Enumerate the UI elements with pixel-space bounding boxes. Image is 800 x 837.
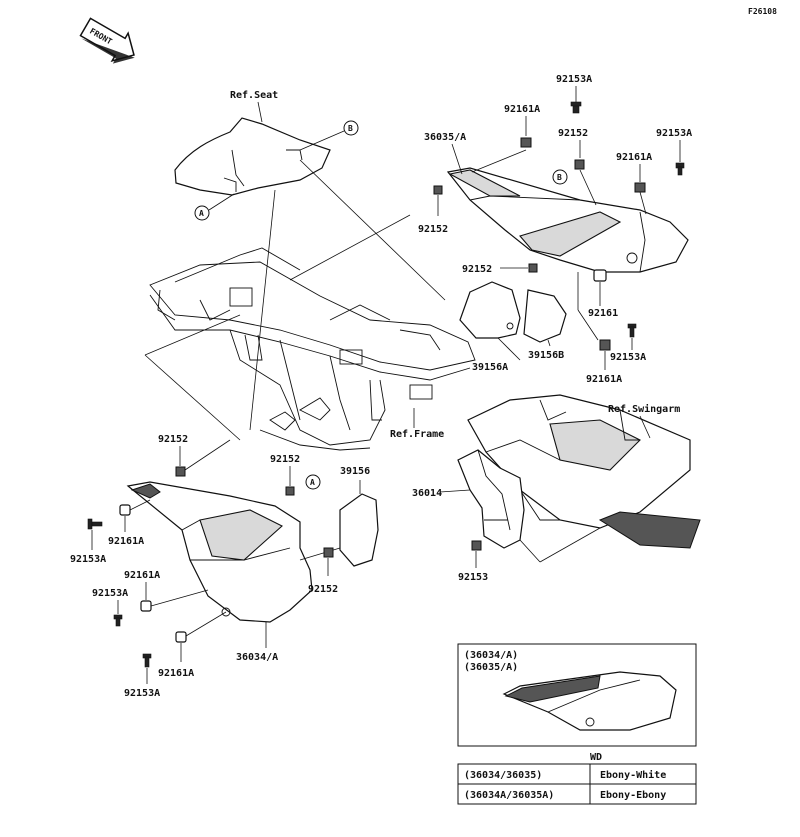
- bolt-92153a-l1: [87, 518, 103, 530]
- label-92153: 92153: [458, 572, 488, 583]
- label-92161a-l3: 92161A: [158, 668, 194, 679]
- color-row-2-parts: (36034A/36035A): [464, 790, 554, 801]
- label-92152-mid-r: 92152: [462, 264, 492, 275]
- label-92153a-l2: 92153A: [92, 588, 128, 599]
- label-36035a: 36035/A: [424, 132, 466, 143]
- label-92152-mid: 92152: [270, 454, 300, 465]
- bolt-92153a-top: [570, 101, 582, 114]
- color-row-2-color: Ebony-Ebony: [600, 790, 666, 801]
- nut-92152-left-r: [433, 185, 443, 195]
- label-92153a-top: 92153A: [556, 74, 592, 85]
- grommet-92161a-l1: [119, 504, 131, 516]
- label-92153a-l3: 92153A: [124, 688, 160, 699]
- plate-39156a: [459, 281, 521, 339]
- frame-reference: [149, 247, 476, 451]
- label-92161a-l2: 92161A: [124, 570, 160, 581]
- svg-text:B: B: [348, 124, 353, 133]
- bolt-92153a-l2: [113, 614, 123, 627]
- variant-inset: (36034/A) (36035/A): [457, 643, 697, 747]
- svg-text:A: A: [199, 209, 204, 218]
- label-92161a-top: 92161A: [504, 104, 540, 115]
- label-92153a-rr: 92153A: [610, 352, 646, 363]
- label-39156: 39156: [340, 466, 370, 477]
- callout-b-seat: B: [343, 120, 359, 136]
- left-side-cover-36034: [126, 481, 313, 623]
- label-92161a-l1: 92161A: [108, 536, 144, 547]
- right-side-cover-36035: [446, 167, 689, 273]
- color-table: WD (36034/36035) Ebony-White (36034A/360…: [457, 752, 697, 805]
- label-36014: 36014: [412, 488, 442, 499]
- label-92152-top: 92152: [558, 128, 588, 139]
- callout-a-seat: A: [194, 205, 210, 221]
- label-39156a: 39156A: [472, 362, 508, 373]
- bolt-92153a-l3: [142, 653, 152, 668]
- label-92152-left-r: 92152: [418, 224, 448, 235]
- label-36034a: 36034/A: [236, 652, 278, 663]
- callout-b-cover: B: [552, 169, 568, 185]
- callout-a-cover: A: [305, 474, 321, 490]
- seat-reference: [174, 117, 331, 196]
- label-92161: 92161: [588, 308, 618, 319]
- nut-92153: [471, 540, 482, 551]
- nut-92152-mid: [285, 486, 295, 496]
- label-ref-frame: Ref.Frame: [390, 429, 444, 440]
- grommet-92161a-right: [634, 182, 646, 193]
- svg-text:A: A: [310, 478, 315, 487]
- label-92161a-rr: 92161A: [586, 374, 622, 385]
- label-92153a-l1: 92153A: [70, 554, 106, 565]
- label-92152-left: 92152: [158, 434, 188, 445]
- svg-text:B: B: [557, 173, 562, 182]
- color-row-1-parts: (36034/36035): [464, 770, 542, 781]
- grommet-92161a-l2: [140, 600, 152, 612]
- label-92153a-right: 92153A: [656, 128, 692, 139]
- label-ref-swingarm: Ref.Swingarm: [608, 403, 680, 415]
- nut-92152-left: [175, 466, 186, 477]
- inset-line2: (36035/A): [464, 662, 518, 673]
- label-39156b: 39156B: [528, 350, 564, 361]
- color-row-1-color: Ebony-White: [600, 769, 666, 781]
- label-92161a-right: 92161A: [616, 152, 652, 163]
- figure-code: F26108: [748, 7, 777, 16]
- grommet-92161a-top: [520, 137, 532, 148]
- plate-39156b: [523, 289, 567, 343]
- grommet-92161: [593, 269, 607, 282]
- label-ref-seat: Ref.Seat: [230, 90, 278, 101]
- grommet-92161a-rr: [599, 339, 611, 351]
- nut-92152-lower: [323, 547, 334, 558]
- plate-39156: [339, 493, 379, 567]
- grommet-92161a-l3: [175, 631, 187, 643]
- label-92152-lower: 92152: [308, 584, 338, 595]
- inset-line1: (36034/A): [464, 650, 518, 661]
- nut-92152-top: [574, 159, 585, 170]
- bolt-92153a-rr: [627, 323, 637, 338]
- nut-92152-mid-r: [528, 263, 538, 273]
- front-arrow-icon: FRONT: [79, 17, 135, 64]
- bolt-92153a-right: [675, 162, 685, 176]
- color-table-header: WD: [590, 752, 602, 763]
